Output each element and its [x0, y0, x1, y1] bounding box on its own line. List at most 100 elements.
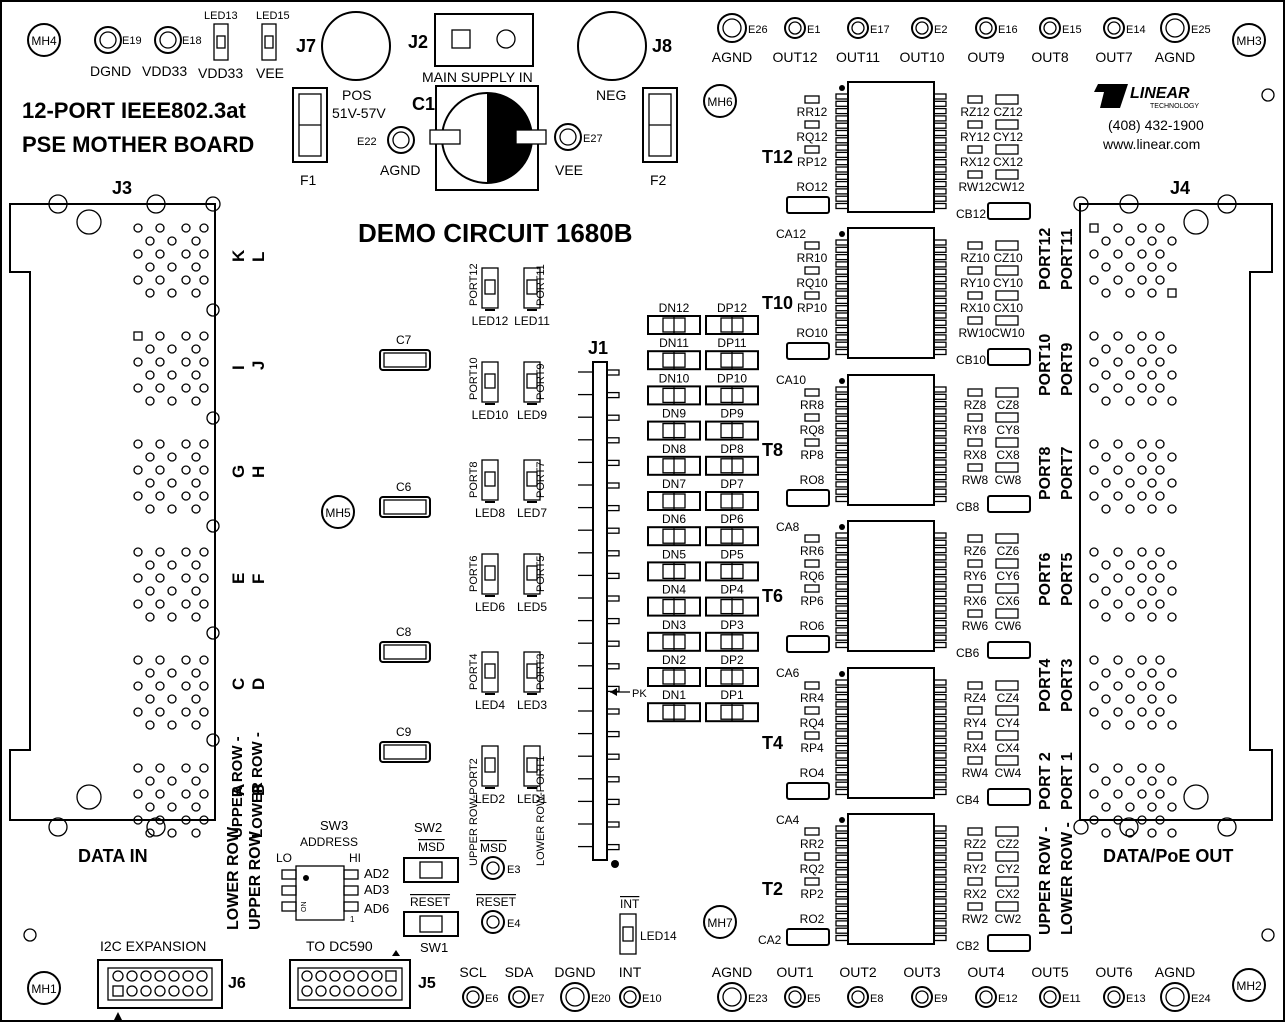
pin	[1089, 357, 1099, 367]
pin	[1125, 262, 1135, 272]
svg-text:POS: POS	[342, 87, 372, 103]
pin	[133, 789, 143, 799]
terminal-label: SDA	[505, 964, 534, 980]
terminal-label: OUT10	[899, 49, 944, 65]
terminal-label: OUT2	[839, 964, 877, 980]
port-label: PORT8	[468, 462, 480, 498]
j1-pin-pad	[606, 685, 620, 693]
pin	[167, 262, 177, 272]
capacitor-label: CY4	[996, 716, 1020, 730]
mounting-hole-mh2: MH2	[1232, 968, 1266, 1002]
svg-text:AD2: AD2	[364, 866, 389, 881]
j3-row-letter: C	[229, 678, 248, 690]
pin	[1137, 547, 1147, 557]
j4-port-label: PORT4	[1037, 659, 1054, 712]
capacitor-label: CX4	[996, 741, 1020, 755]
pin	[191, 586, 201, 596]
pin	[1089, 655, 1099, 665]
pin	[133, 275, 143, 285]
pushbutton-sw2[interactable]: SW2 MSD	[403, 820, 459, 883]
pin	[315, 985, 327, 997]
capacitor-label: C6	[396, 480, 412, 494]
diode-label: DN1	[662, 688, 686, 702]
svg-text:LED15: LED15	[256, 10, 290, 22]
terminal-e22[interactable]: E22 AGND	[357, 126, 420, 178]
terminal-e3[interactable]: MSD E3	[480, 841, 520, 880]
pin	[145, 586, 155, 596]
pin	[1147, 828, 1157, 838]
terminal-id: E9	[934, 993, 947, 1005]
dip-switch-sw3[interactable]: SW3 ADDRESS LO HI ON 1 AD2 AD3 AD6	[276, 818, 389, 924]
resistor-label: RZ6	[964, 544, 987, 558]
pin	[1089, 707, 1099, 717]
svg-text:J1: J1	[588, 338, 608, 358]
svg-text:MH5: MH5	[325, 506, 351, 520]
capacitor-label: CX8	[996, 448, 1020, 462]
pin	[145, 370, 155, 380]
pin	[167, 236, 177, 246]
pin	[155, 681, 165, 691]
capacitor-label: CW12	[991, 180, 1025, 194]
diode-label: DN10	[659, 371, 690, 385]
pin	[199, 357, 209, 367]
pin	[199, 815, 209, 825]
diode-dp4: DP4	[705, 583, 759, 617]
pin	[1137, 599, 1147, 609]
j1-pin-pad	[606, 776, 620, 783]
terminal-e4[interactable]: RESET E4	[476, 895, 520, 934]
svg-text:E18: E18	[182, 35, 202, 47]
pin	[1167, 370, 1177, 380]
terminal-e18[interactable]: E18 VDD33	[142, 26, 202, 79]
pin	[1089, 573, 1099, 583]
svg-text:J5: J5	[418, 975, 436, 992]
pin	[1167, 504, 1177, 514]
pin	[1101, 668, 1111, 678]
diode-label: DP5	[720, 547, 744, 561]
pin	[1137, 223, 1147, 233]
pin	[181, 789, 191, 799]
terminal-e19[interactable]: E19 DGND	[90, 26, 142, 79]
resistor-label: RX12	[960, 155, 990, 169]
terminal-label: AGND	[1155, 964, 1195, 980]
svg-text:AD6: AD6	[364, 901, 389, 916]
pushbutton-sw1[interactable]: RESET SW1	[403, 895, 459, 955]
pin	[1101, 720, 1111, 730]
pin	[181, 573, 191, 583]
resistor-label: RZ2	[964, 837, 987, 851]
svg-text:J3: J3	[112, 178, 132, 198]
diode-dp9: DP9	[705, 407, 759, 441]
pin	[145, 668, 155, 678]
pin	[199, 763, 209, 773]
pin	[1113, 707, 1123, 717]
pin	[1089, 763, 1099, 773]
pin	[126, 970, 138, 982]
terminal-e27[interactable]: E27 VEE	[554, 123, 603, 178]
svg-text:E4: E4	[507, 918, 520, 930]
pin	[155, 655, 165, 665]
capacitor-c6: C6	[379, 480, 431, 518]
led-label: LED8	[475, 506, 505, 520]
pin	[1125, 668, 1135, 678]
